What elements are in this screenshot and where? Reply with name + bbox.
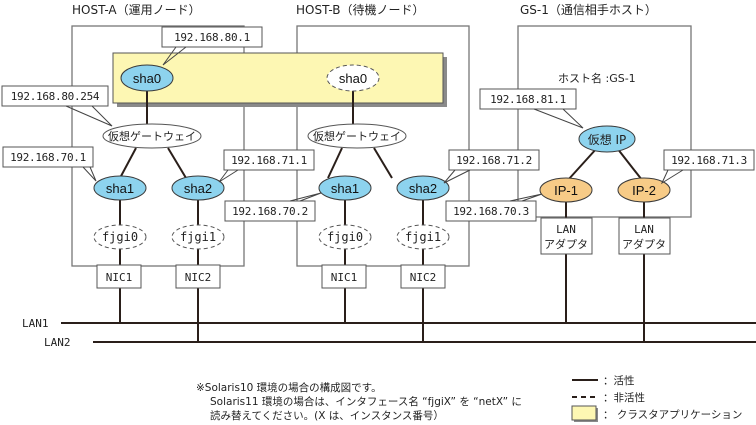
note-line2: Solaris11 環境の場合は、インタフェース名 “fjgiX” を “net… xyxy=(210,395,522,408)
host-b-nic2-label: NIC2 xyxy=(410,271,437,284)
host-a-sha0-label: sha0 xyxy=(133,71,161,86)
host-b-fjgi0-node xyxy=(318,224,372,250)
host-a-gateway-label: 仮想ゲートウェイ xyxy=(108,129,196,143)
host-b-title: HOST-B（待機ノード） xyxy=(296,2,424,17)
legend-active-label: ：活性 xyxy=(603,374,635,387)
host-b-sha0-node xyxy=(326,64,380,92)
ip-a-sha2: 192.168.71.1 xyxy=(231,154,307,167)
host-a-title: HOST-A（運用ノード） xyxy=(72,3,201,17)
ip-callout-gs-vip xyxy=(479,88,577,110)
host-b-sha2-node xyxy=(396,175,450,201)
ip-b-sha2: 192.168.71.2 xyxy=(456,154,532,167)
lan2-label: LAN2 xyxy=(44,336,71,349)
host-b-fjgi0-label: fjgi0 xyxy=(327,230,363,244)
host-a-sha1-label: sha1 xyxy=(106,181,134,196)
legend-inactive-label: ：非活性 xyxy=(603,391,645,404)
legend-cluster-app-swatch xyxy=(571,405,597,421)
ip-a-gw: 192.168.80.254 xyxy=(11,90,100,103)
ip-callout-b-sha1 xyxy=(224,200,316,222)
host-a-nic2-box xyxy=(175,264,221,289)
gs1-lan-adapter1-box xyxy=(540,217,593,255)
gs1-box xyxy=(517,25,692,218)
ip-callout-a-sha0 xyxy=(161,26,263,48)
host-b-nic1-box xyxy=(321,264,367,289)
gs1-virtual-ip-label: 仮想 IP xyxy=(588,132,627,147)
gs1-ip2-node xyxy=(617,177,671,203)
gs1-lan-adapter2-line2: アダプタ xyxy=(622,237,666,251)
ip-b-sha1: 192.168.70.2 xyxy=(232,205,308,218)
ip-callout-a-sha1 xyxy=(2,146,94,168)
host-a-nic1-label: NIC1 xyxy=(106,271,133,284)
host-a-fjgi0-node xyxy=(93,224,147,250)
lan1-label: LAN1 xyxy=(22,317,49,330)
host-b-fjgi1-label: fjgi1 xyxy=(405,230,441,244)
gs1-lan-adapter1-line2: アダプタ xyxy=(544,237,588,251)
gs1-ip1-label: IP-1 xyxy=(554,183,578,198)
host-a-fjgi0-label: fjgi0 xyxy=(102,230,138,244)
host-b-sha1-label: sha1 xyxy=(331,181,359,196)
note-line1: ※Solaris10 環境の場合の構成図です。 xyxy=(196,381,382,394)
host-b-nic2-box xyxy=(400,264,446,289)
host-b-gateway-label: 仮想ゲートウェイ xyxy=(313,129,401,143)
ip-callout-a-sha2 xyxy=(223,149,315,171)
ip-gs-ip1: 192.168.70.3 xyxy=(453,205,529,218)
host-a-sha1-node xyxy=(93,175,147,201)
host-a-gateway-node xyxy=(102,123,202,149)
gs1-hostname: ホスト名 :GS-1 xyxy=(558,71,636,85)
ip-a-sha0: 192.168.80.1 xyxy=(174,31,250,44)
ip-a-sha1: 192.168.70.1 xyxy=(10,151,86,164)
ip-callout-gs-ip1 xyxy=(445,200,537,222)
host-a-fjgi1-label: fjgi1 xyxy=(180,230,216,244)
host-a-nic1-box xyxy=(96,264,142,289)
host-b-sha1-node xyxy=(318,175,372,201)
ip-callout-b-sha2 xyxy=(448,149,540,171)
gs1-lan-adapter2-box xyxy=(618,217,671,255)
ip-gs-ip2: 192.168.71.3 xyxy=(671,154,747,167)
host-b-box xyxy=(296,25,470,267)
ip-gs-vip: 192.168.81.1 xyxy=(490,93,566,106)
cluster-app-band xyxy=(112,52,444,104)
ip-callout-a-gw xyxy=(1,85,109,107)
gs1-lan-adapter2-line1: LAN xyxy=(634,223,654,236)
host-b-gateway-node xyxy=(307,123,407,149)
host-a-sha0-node xyxy=(120,64,174,92)
gs1-title: GS-1（通信相手ホスト） xyxy=(520,3,657,17)
gs1-ip2-label: IP-2 xyxy=(632,183,656,198)
host-a-fjgi1-node xyxy=(171,224,225,250)
gs1-ip1-node xyxy=(539,177,593,203)
host-a-box xyxy=(71,25,245,267)
host-b-sha2-label: sha2 xyxy=(409,181,437,196)
host-b-sha0-label: sha0 xyxy=(339,71,367,86)
host-b-nic1-label: NIC1 xyxy=(331,271,358,284)
host-a-sha2-node xyxy=(171,175,225,201)
gs1-lan-adapter1-line1: LAN xyxy=(556,223,576,236)
legend-cluster-app-label: ： クラスタアプリケーション xyxy=(603,409,742,421)
host-b-fjgi1-node xyxy=(396,224,450,250)
gs1-virtual-ip-node xyxy=(578,125,636,153)
ip-callout-gs-ip2 xyxy=(663,149,755,171)
note-line3: 読み替えてください。(X は、インスタンス番号） xyxy=(210,409,444,422)
host-a-sha2-label: sha2 xyxy=(184,181,212,196)
host-a-nic2-label: NIC2 xyxy=(185,271,212,284)
